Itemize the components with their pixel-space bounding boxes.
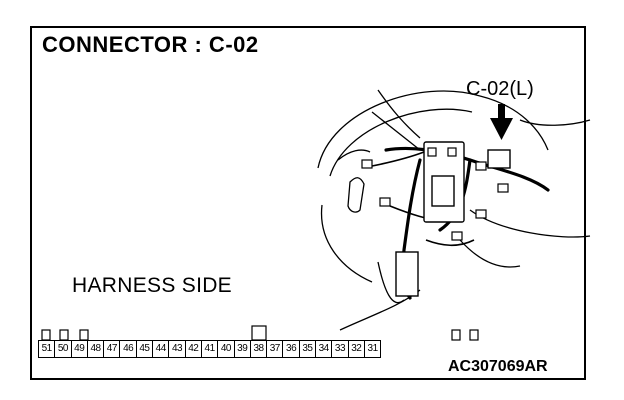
connector-pin: 49 [70, 340, 88, 358]
connector-pin: 45 [135, 340, 154, 358]
connector-pin: 41 [200, 340, 219, 358]
connector-pin: 36 [282, 340, 300, 358]
connector-pin: 35 [298, 340, 317, 358]
arrow-down-icon [490, 104, 513, 140]
harness-side-label: HARNESS SIDE [72, 274, 232, 297]
connector-pin: 34 [315, 340, 333, 358]
connector-pin: 33 [331, 340, 349, 358]
figure-id: AC307069AR [448, 358, 548, 375]
connector-pin: 51 [38, 340, 56, 358]
connector-pin: 47 [103, 340, 121, 358]
connector-pin: 37 [266, 340, 284, 358]
connector-callout-label: C-02(L) [466, 78, 534, 100]
connector-pin: 32 [347, 340, 365, 358]
connector-pin: 44 [152, 340, 170, 358]
connector-pin: 50 [54, 340, 72, 358]
connector-pin: 46 [119, 340, 137, 358]
connector-pin: 39 [233, 340, 251, 358]
diagram-frame [30, 26, 586, 380]
connector-pin: 31 [363, 340, 382, 358]
connector-title: CONNECTOR : C-02 [42, 32, 259, 57]
connector-pin: 43 [168, 340, 186, 358]
connector-pin: 40 [217, 340, 235, 358]
connector-pin: 48 [86, 340, 105, 358]
connector-pin: 38 [249, 340, 268, 358]
connector-pin: 42 [184, 340, 202, 358]
